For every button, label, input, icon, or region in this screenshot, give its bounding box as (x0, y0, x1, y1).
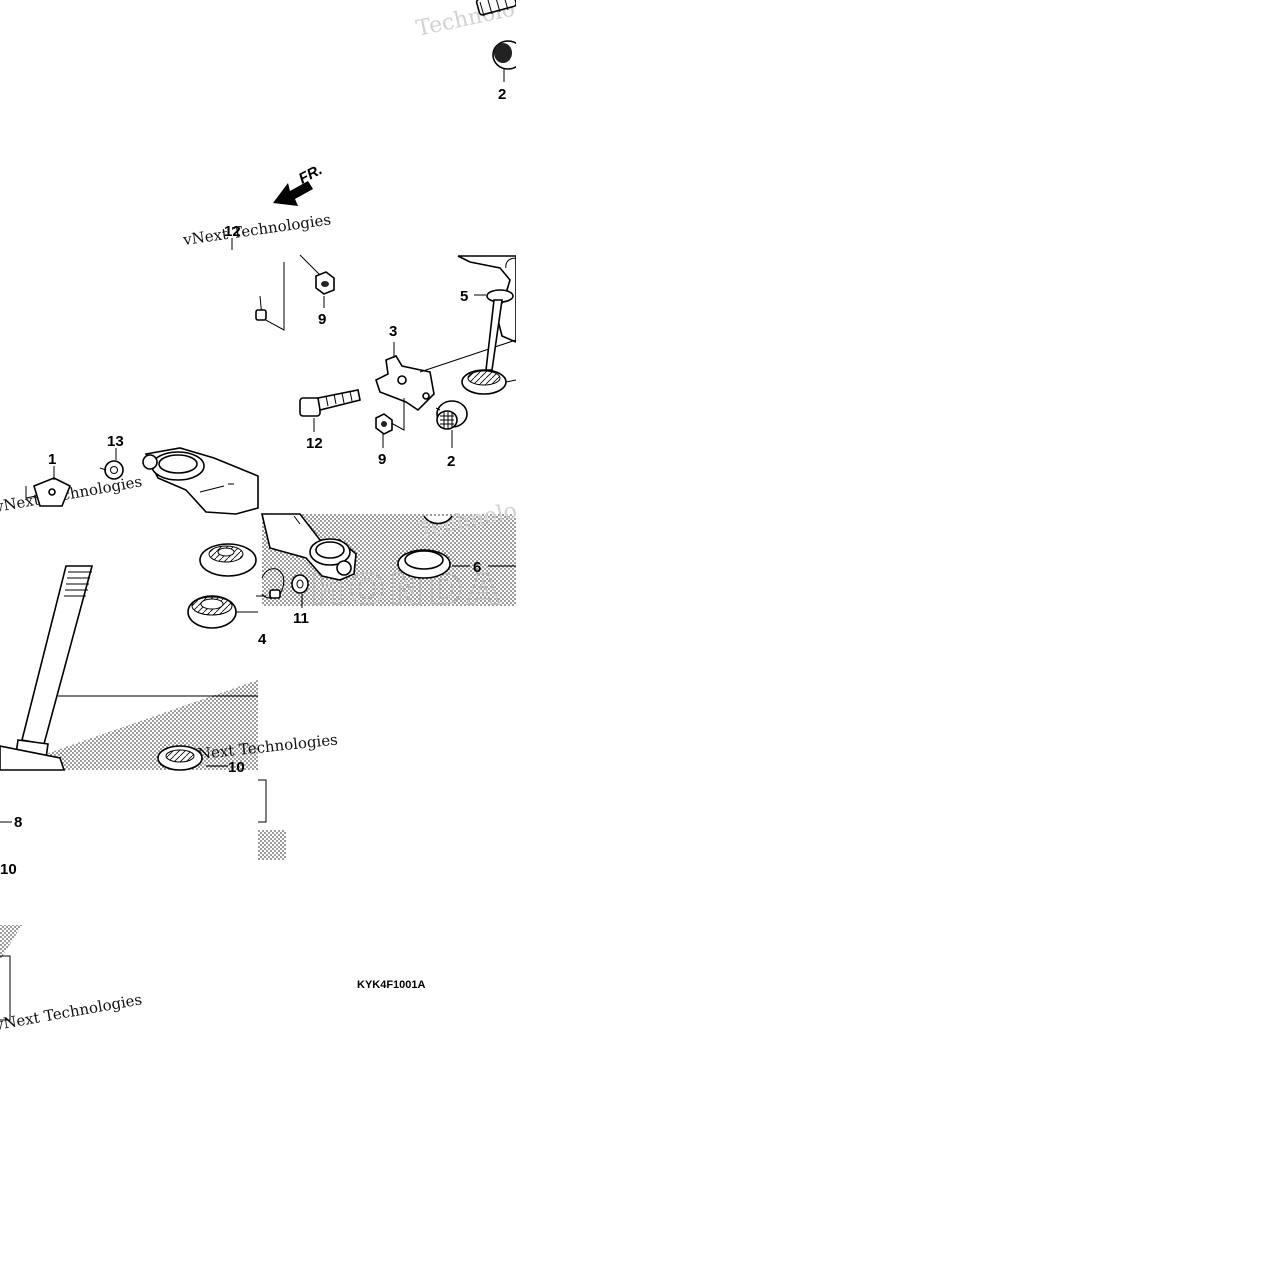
front-arrow-label: FR. (296, 161, 325, 187)
watermark-text-bottom-left: vNext Technologies (0, 990, 143, 1034)
washer-part-11 (291, 574, 309, 608)
bearing-race-left-upper (199, 543, 257, 577)
top-bridge-part (419, 255, 523, 373)
callout-5: 5 (460, 288, 468, 305)
blank-area-bottom (0, 1030, 516, 1285)
callout-11: 11 (293, 610, 309, 627)
washer-part-13 (99, 448, 124, 480)
diagram-code: KYK4F1001A (357, 979, 426, 991)
steering-stem-part (0, 565, 258, 771)
callout-4: 4 (258, 631, 267, 648)
bolt-part-12 (299, 389, 361, 432)
bracket-part-3 (375, 342, 435, 431)
bearing-ring-upper-right (461, 369, 517, 395)
callout-2-top: 2 (498, 86, 506, 103)
clip-part (256, 568, 285, 599)
front-direction-arrow: FR. (273, 161, 325, 206)
callout-3: 3 (389, 323, 397, 340)
watermark-text-upper-left: vNext Technologies (181, 210, 332, 249)
box-lower-left (0, 955, 11, 1021)
nut-part-5 (474, 289, 514, 371)
grommet-part-2-top (492, 40, 524, 82)
bearing-part-10-lower (157, 745, 228, 771)
grommet-part-2-lower (435, 400, 468, 448)
bearing-race-left-lower (187, 595, 258, 629)
callout-6: 6 (473, 559, 481, 576)
nut-part-9-lower (375, 413, 393, 448)
callout-9-lower: 9 (378, 451, 386, 468)
callout-13: 13 (107, 433, 124, 450)
callout-8: 8 (14, 814, 22, 831)
bottom-bridge-part (142, 447, 357, 581)
callout-2-lower: 2 (447, 453, 455, 470)
callout-10-bottom: 10 (0, 861, 17, 878)
seal-upper-right-small (423, 515, 453, 525)
callout-12-lower: 12 (306, 435, 323, 452)
nut-part-9-upper (315, 271, 335, 308)
watermark-text-left: vNext Technologies (0, 472, 143, 516)
upper-bracket-group (231, 238, 335, 331)
callout-9-upper: 9 (318, 311, 326, 328)
callout-12-upper: 12 (224, 223, 241, 240)
callout-10-lower-bearing: 10 (228, 759, 245, 776)
stay-part-1 (25, 466, 72, 507)
blank-area-right (516, 0, 1285, 1285)
bracket-lines-lower (258, 779, 267, 823)
top-bolt-group (475, 0, 517, 17)
callout-1: 1 (48, 451, 56, 468)
bearing-part-6 (397, 549, 516, 579)
